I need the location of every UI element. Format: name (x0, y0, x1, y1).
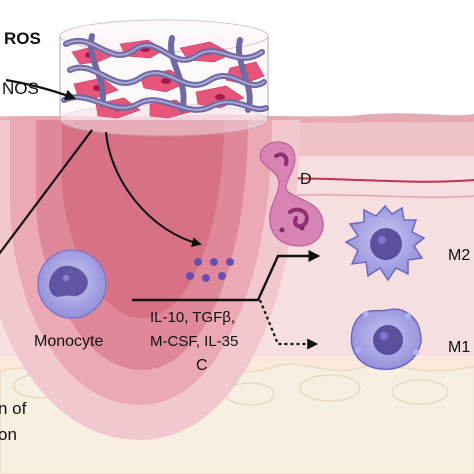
d-label: D (300, 171, 312, 188)
nos-arrow (5, 78, 77, 101)
m2-label: M2 (448, 247, 470, 264)
m1-macrophage (350, 308, 422, 371)
scaffold-fiber-highlights (63, 39, 267, 111)
m2-macrophage (344, 204, 426, 282)
monocyte-to-m1-dashed-arrow (258, 299, 319, 350)
scaffold-to-left-arrow (0, 129, 93, 255)
neutrophil-cell (259, 141, 324, 247)
cytokine-particles (186, 258, 234, 282)
monocyte-label: Monocyte (34, 333, 103, 350)
ros-label: ROS (4, 29, 41, 48)
bottom-left-text-line-2: on (0, 425, 17, 444)
bottom-left-text-line-1: n of (0, 399, 27, 418)
scaffold-to-cytokines-arrow (105, 131, 202, 247)
cytokines-line-2: M-CSF, IL-35 (150, 333, 238, 350)
nos-label: NOS (2, 79, 39, 98)
cytokines-line-1: IL-10, TGFβ, (150, 309, 235, 326)
monocyte-to-m2-arrow (132, 250, 321, 302)
monocyte-cell (37, 249, 107, 319)
m1-label: M1 (448, 339, 470, 356)
c-label: C (196, 357, 208, 374)
